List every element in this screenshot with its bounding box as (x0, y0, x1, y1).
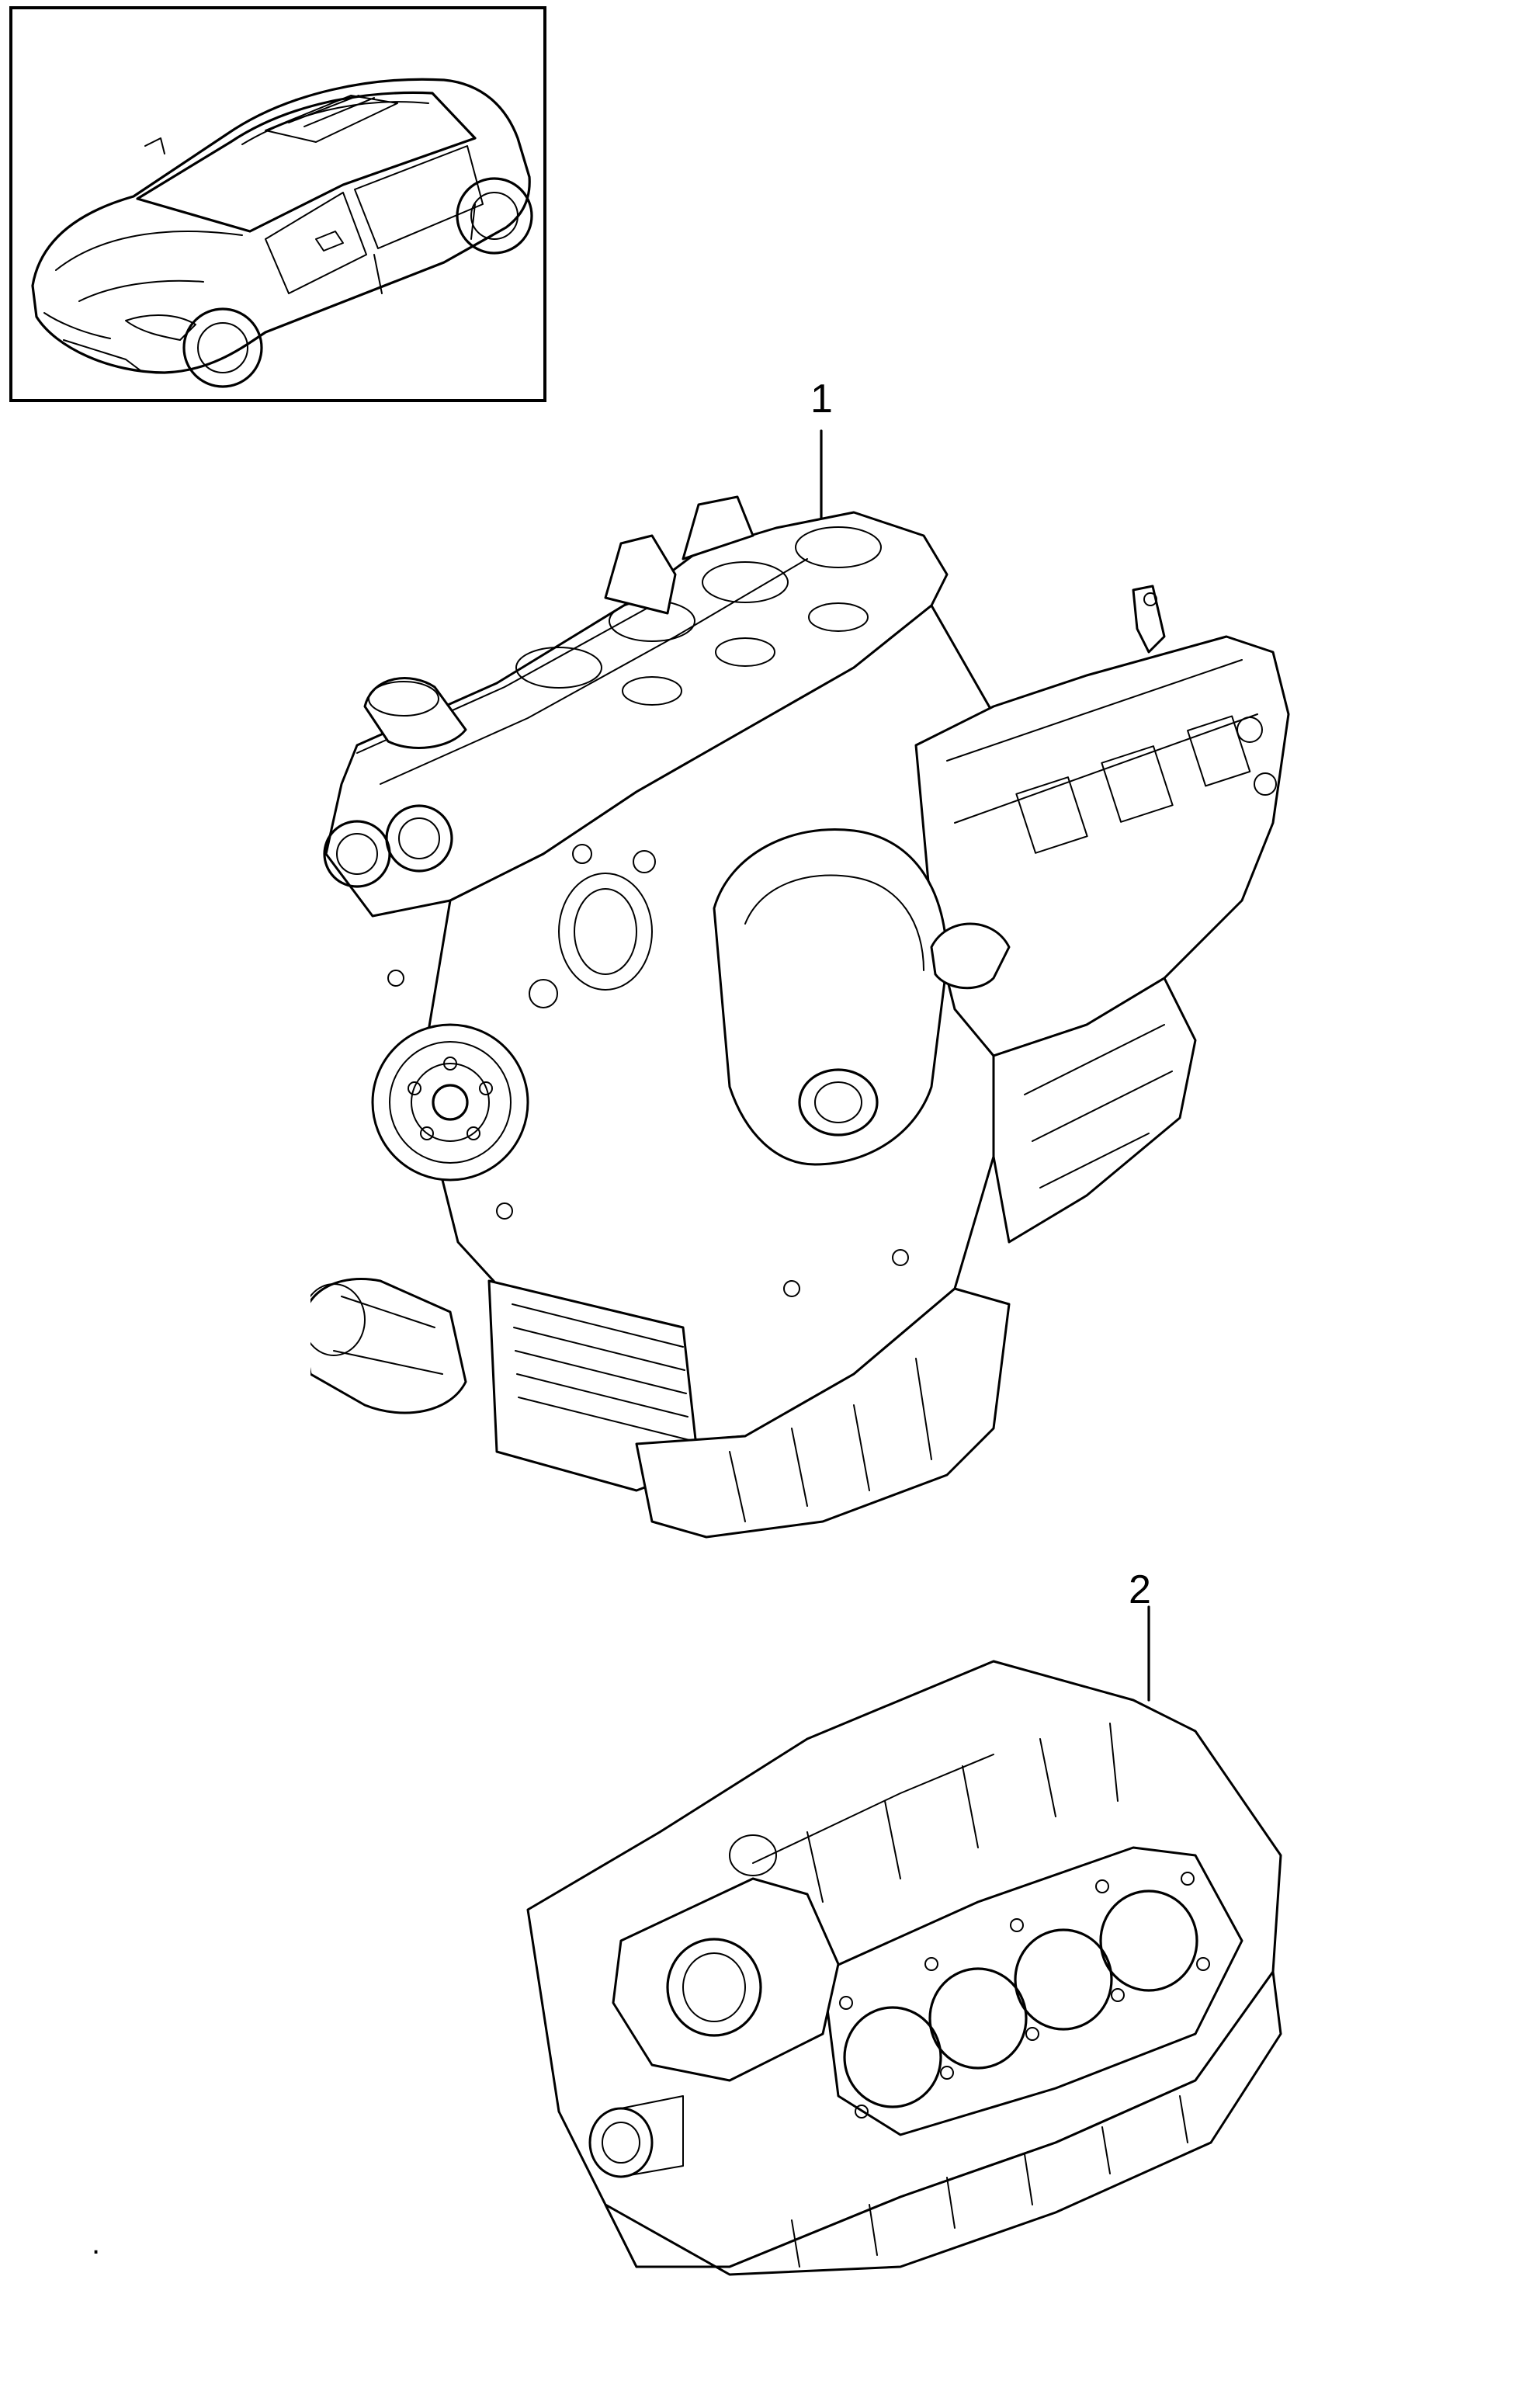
engine-assembly-icon (310, 429, 1290, 1539)
suv-vehicle-icon (9, 6, 546, 402)
callout-1-label[interactable]: 1 (810, 377, 833, 422)
engine-assembly-illustration[interactable] (310, 419, 1304, 1545)
short-block-illustration[interactable] (497, 1599, 1304, 2282)
short-block-icon (526, 1605, 1282, 2276)
vehicle-thumbnail (9, 6, 546, 402)
callout-2-label[interactable]: 2 (1129, 1567, 1151, 1612)
stray-dot: . (92, 2226, 101, 2261)
